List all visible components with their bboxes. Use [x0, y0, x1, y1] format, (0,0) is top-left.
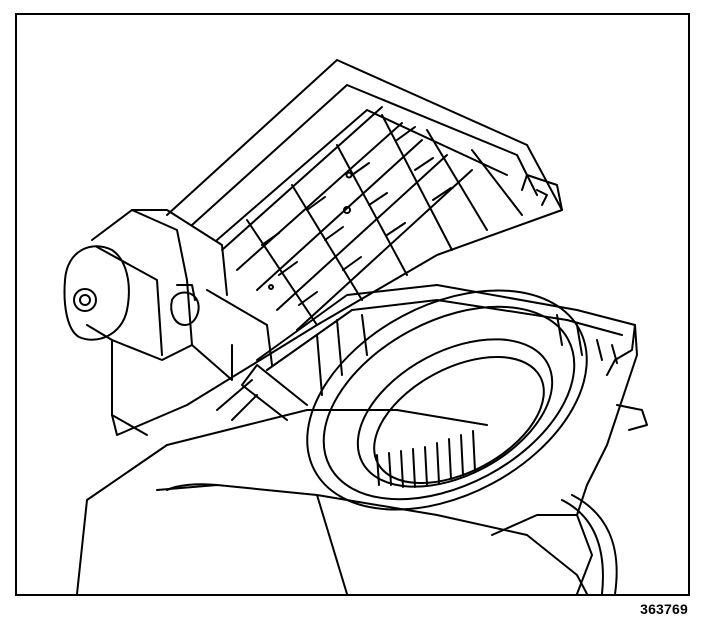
housing-curve-bottom [561, 494, 618, 594]
lower-housing [76, 409, 588, 594]
figure-number: 363769 [640, 601, 688, 617]
filter-grid-cover [111, 59, 563, 436]
actuator-motor [63, 209, 273, 436]
blower-housing-illustration [63, 59, 648, 594]
upper-housing-rim [216, 284, 648, 594]
blower-wheel-opening [306, 289, 588, 511]
illustration-frame [15, 13, 690, 596]
